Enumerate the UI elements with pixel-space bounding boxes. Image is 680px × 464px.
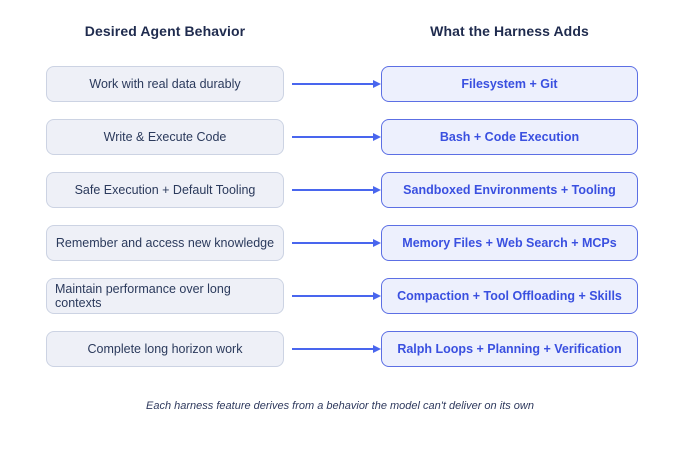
diagram-row: Maintain performance over long contexts … [46, 278, 638, 314]
caption: Each harness feature derives from a beha… [146, 400, 534, 412]
diagram-row: Remember and access new knowledge Memory… [46, 225, 638, 261]
arrow-right-icon [284, 331, 381, 367]
harness-box: Bash + Code Execution [381, 119, 638, 155]
behavior-box: Complete long horizon work [46, 331, 284, 367]
arrow-right-icon [284, 119, 381, 155]
diagram-row: Complete long horizon work Ralph Loops +… [46, 331, 638, 367]
diagram-row: Write & Execute Code Bash + Code Executi… [46, 119, 638, 155]
harness-box: Filesystem + Git [381, 66, 638, 102]
diagram-rows: Work with real data durably Filesystem +… [46, 66, 638, 367]
diagram-row: Work with real data durably Filesystem +… [46, 66, 638, 102]
harness-box: Ralph Loops + Planning + Verification [381, 331, 638, 367]
harness-box: Memory Files + Web Search + MCPs [381, 225, 638, 261]
behavior-box: Remember and access new knowledge [46, 225, 284, 261]
behavior-box: Maintain performance over long contexts [46, 278, 284, 314]
right-column-header: What the Harness Adds [430, 23, 589, 39]
behavior-box: Work with real data durably [46, 66, 284, 102]
diagram-row: Safe Execution + Default Tooling Sandbox… [46, 172, 638, 208]
harness-box: Compaction + Tool Offloading + Skills [381, 278, 638, 314]
arrow-right-icon [284, 225, 381, 261]
left-column-header: Desired Agent Behavior [84, 23, 246, 39]
arrow-right-icon [284, 66, 381, 102]
arrow-right-icon [284, 278, 381, 314]
harness-box: Sandboxed Environments + Tooling [381, 172, 638, 208]
behavior-box: Safe Execution + Default Tooling [46, 172, 284, 208]
behavior-box: Write & Execute Code [46, 119, 284, 155]
arrow-right-icon [284, 172, 381, 208]
